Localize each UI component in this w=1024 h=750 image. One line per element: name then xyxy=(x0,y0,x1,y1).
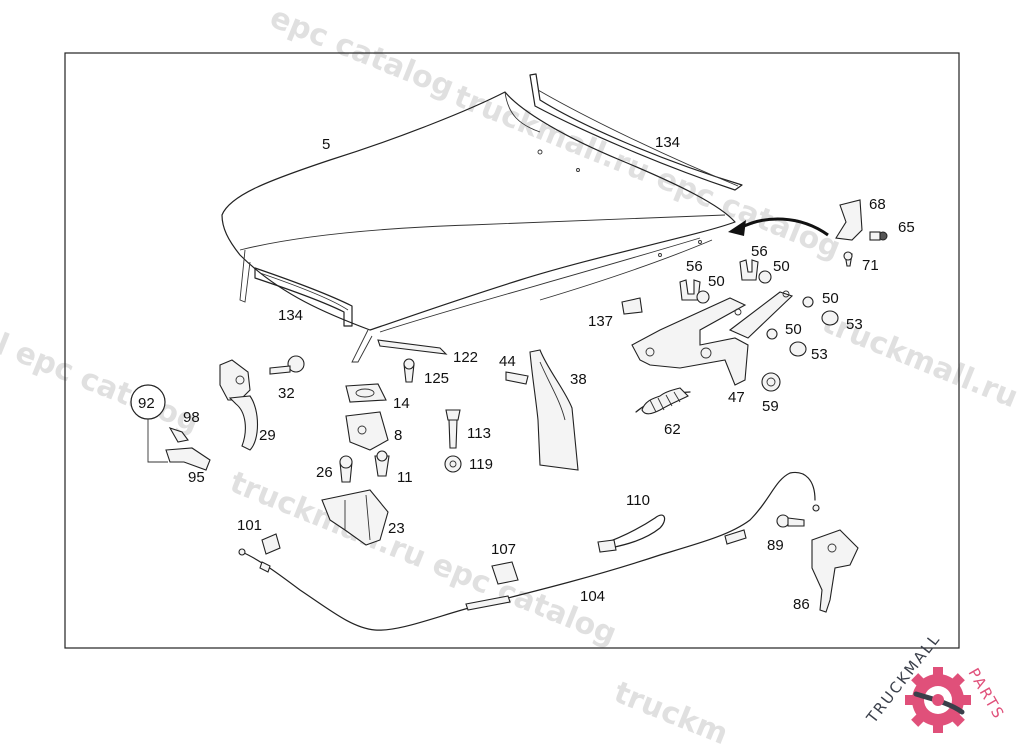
part-labels: 5 134 134 68 65 71 56 56 50 50 50 50 53 … xyxy=(138,134,915,613)
part-label: 47 xyxy=(728,389,745,406)
part-label: 86 xyxy=(793,596,810,613)
part-label: 89 xyxy=(767,537,784,554)
part-label: 56 xyxy=(686,258,703,275)
hinge-bracket-68 xyxy=(835,199,888,267)
part-label: 50 xyxy=(822,290,839,307)
part-label: 65 xyxy=(898,219,915,236)
part-label: 137 xyxy=(588,313,613,330)
part-label: 95 xyxy=(188,469,205,486)
part-label: 56 xyxy=(751,243,768,260)
clip-107 xyxy=(491,561,519,585)
release-handle-86 xyxy=(776,514,859,613)
part-label: 23 xyxy=(388,520,405,537)
side-panel-38 xyxy=(529,349,579,471)
part-label: 50 xyxy=(785,321,802,338)
part-label: 113 xyxy=(467,425,491,442)
part-label: 125 xyxy=(424,370,449,387)
stay-122 xyxy=(377,339,448,383)
hood-latch-assembly xyxy=(321,383,390,546)
part-label: 98 xyxy=(183,409,200,426)
part-label: 50 xyxy=(708,273,725,290)
watermark-text: l epc catalog xyxy=(0,327,204,440)
hood-panel xyxy=(221,91,736,363)
part-label: 32 xyxy=(278,385,295,402)
part-label: 50 xyxy=(773,258,790,275)
part-label: 38 xyxy=(570,371,587,388)
part-label: 44 xyxy=(499,353,516,370)
cable-tie-110 xyxy=(597,514,666,553)
part-label: 107 xyxy=(491,541,516,558)
direction-arrow xyxy=(728,217,829,237)
seal-strip-top xyxy=(529,73,743,191)
part-label: 29 xyxy=(259,427,276,444)
hinge-spring-62 xyxy=(635,387,691,415)
grommet-101 xyxy=(261,533,281,555)
watermark-text: truckmall.ru epc catalog xyxy=(225,465,621,652)
part-label: 14 xyxy=(393,395,410,412)
clip-44 xyxy=(505,371,529,385)
fasteners xyxy=(269,355,462,473)
part-label: 134 xyxy=(655,134,680,151)
clip-137 xyxy=(621,297,643,315)
part-label: 110 xyxy=(626,492,650,509)
brand-logo: TRUCKMALL PARTS xyxy=(862,630,1008,733)
part-label: 119 xyxy=(469,456,493,473)
part-label: 71 xyxy=(862,257,879,274)
part-label: 59 xyxy=(762,398,779,415)
clips-and-bushings xyxy=(679,259,839,357)
part-label: 62 xyxy=(664,421,681,438)
part-label: 53 xyxy=(811,346,828,363)
part-label: 53 xyxy=(846,316,863,333)
watermark-text: truckmall.ru epc catalog xyxy=(449,79,845,266)
part-label: 101 xyxy=(237,517,262,534)
hood-hinge-47 xyxy=(631,290,794,386)
part-label: 11 xyxy=(397,469,413,486)
part-label: 104 xyxy=(580,588,605,605)
part-label: 68 xyxy=(869,196,886,213)
part-label: 5 xyxy=(322,136,330,153)
brand-name-accent: PARTS xyxy=(965,665,1009,723)
safety-catch-29 xyxy=(219,359,259,451)
part-label: 8 xyxy=(394,427,402,444)
part-label: 122 xyxy=(453,349,478,366)
subgroup-92 xyxy=(130,384,211,471)
part-label: 134 xyxy=(278,307,303,324)
seal-strip-side xyxy=(254,267,353,327)
drawing-frame xyxy=(64,52,960,649)
nut-59 xyxy=(761,372,781,392)
part-label: 26 xyxy=(316,464,333,481)
release-cable-104 xyxy=(238,471,820,631)
part-label: 92 xyxy=(138,395,155,412)
brand-name-part2: PARTS xyxy=(965,665,1009,723)
watermark-text: truckm xyxy=(609,675,733,750)
